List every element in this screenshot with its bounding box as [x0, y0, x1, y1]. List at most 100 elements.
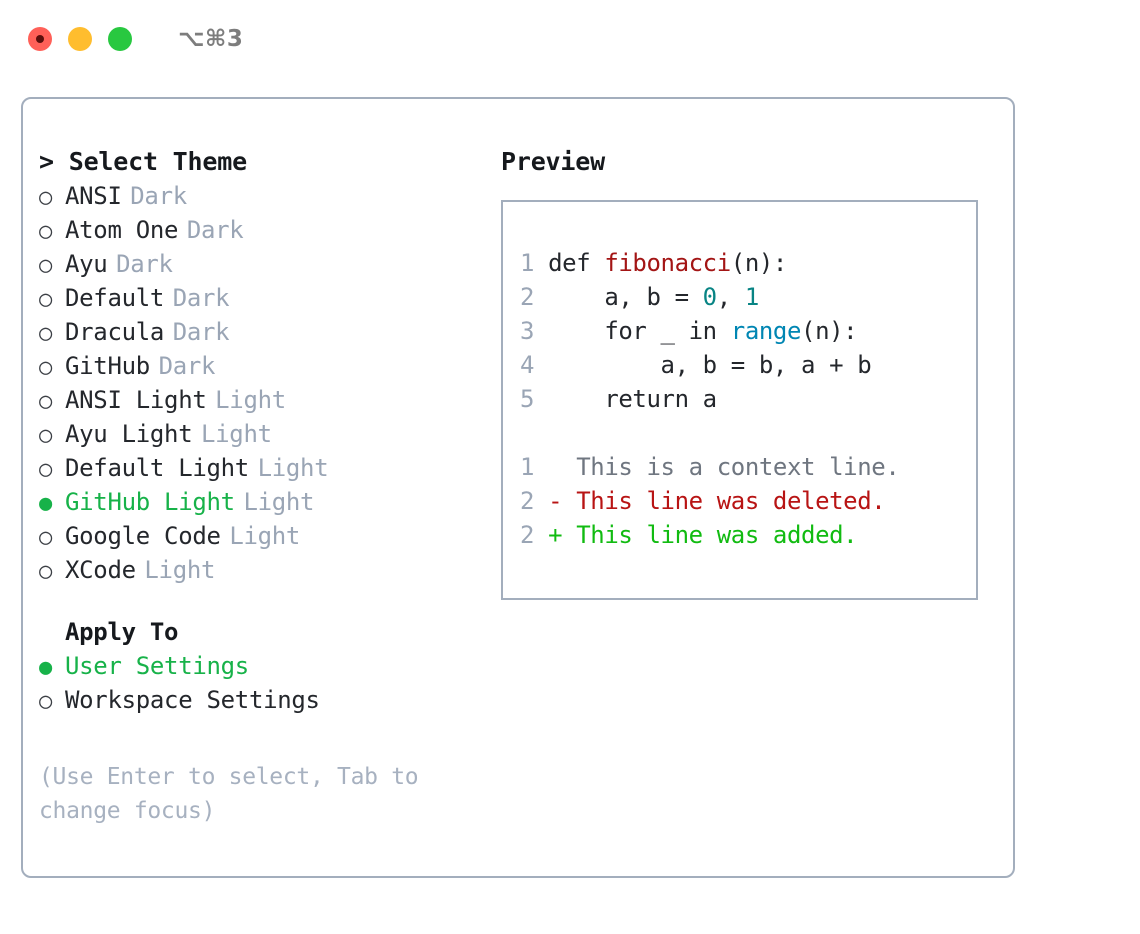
theme-tag: Light — [201, 420, 272, 448]
theme-label: ANSI Light — [65, 386, 207, 414]
radio-icon[interactable]: ○ — [39, 287, 52, 312]
radio-icon[interactable]: ○ — [39, 185, 52, 210]
preview-column: Preview 1 def fibonacci(n): 2 a, b = 0, … — [501, 145, 1001, 600]
code-token: for _ in — [548, 317, 731, 345]
apply-to-section: Apply To ● User Settings ○ Workspace Set… — [39, 615, 499, 717]
apply-to-label: User Settings — [65, 652, 249, 680]
diff-text: This line was added. — [576, 521, 858, 549]
code-line: 3 for _ in range(n): — [520, 314, 976, 348]
theme-list-item-github-light[interactable]: ● GitHub Light Light — [39, 485, 499, 519]
theme-list-item-github[interactable]: ○ GitHub Dark — [39, 349, 499, 383]
radio-icon[interactable]: ○ — [39, 457, 52, 482]
line-number: 5 — [520, 385, 535, 413]
line-number: 2 — [520, 521, 535, 549]
theme-tag: Dark — [158, 352, 216, 380]
code-line: 2 a, b = 0, 1 — [520, 280, 976, 314]
theme-label: Default — [65, 284, 165, 312]
code-token: (n): — [730, 249, 788, 277]
code-line: 1 def fibonacci(n): — [520, 246, 976, 280]
line-number: 2 — [520, 487, 535, 515]
minimize-button[interactable] — [68, 27, 92, 51]
code-token-number: 0 — [702, 283, 717, 311]
theme-list-item-dracula[interactable]: ○ Dracula Dark — [39, 315, 499, 349]
theme-list-item-ayu[interactable]: ○ Ayu Dark — [39, 247, 499, 281]
theme-list-item-xcode[interactable]: ○ XCode Light — [39, 553, 499, 587]
preview-code-panel: 1 def fibonacci(n): 2 a, b = 0, 1 3 for … — [501, 200, 978, 600]
radio-icon-selected[interactable]: ● — [39, 491, 52, 516]
theme-label: XCode — [65, 556, 136, 584]
line-number: 1 — [520, 249, 535, 277]
theme-label: Ayu — [65, 250, 108, 278]
theme-label: ANSI — [65, 182, 122, 210]
radio-icon[interactable]: ○ — [39, 559, 52, 584]
apply-to-option-user-settings[interactable]: ● User Settings — [39, 649, 499, 683]
radio-icon[interactable]: ○ — [39, 389, 52, 414]
theme-list-item-atom-one[interactable]: ○ Atom One Dark — [39, 213, 499, 247]
radio-icon[interactable]: ○ — [39, 219, 52, 244]
theme-list-item-google-code[interactable]: ○ Google Code Light — [39, 519, 499, 553]
theme-label: Atom One — [65, 216, 179, 244]
radio-icon[interactable]: ○ — [39, 321, 52, 346]
apply-to-label: Workspace Settings — [65, 686, 320, 714]
code-token-function: fibonacci — [604, 249, 731, 277]
theme-tag: Light — [215, 386, 286, 414]
theme-list-item-default[interactable]: ○ Default Dark — [39, 281, 499, 315]
theme-tag: Light — [229, 522, 301, 550]
diff-marker: + — [548, 521, 577, 549]
radio-icon-selected[interactable]: ● — [39, 655, 52, 680]
prompt-marker: > — [39, 147, 54, 176]
theme-tag: Dark — [172, 318, 230, 346]
page-title-text: Select Theme — [68, 147, 247, 176]
theme-label: Default Light — [65, 454, 249, 482]
theme-list: ○ ANSI Dark ○ Atom One Dark ○ Ayu Dark — [39, 179, 499, 587]
diff-line-context: 1 This is a context line. — [520, 450, 976, 484]
code-token: a, b = b, a + b — [548, 351, 872, 379]
diff-marker: - — [548, 487, 577, 515]
theme-picker-column: > Select Theme ○ ANSI Dark ○ Atom One Da… — [39, 145, 499, 717]
line-number: 4 — [520, 351, 535, 379]
radio-icon[interactable]: ○ — [39, 355, 52, 380]
code-line: 4 a, b = b, a + b — [520, 348, 976, 382]
theme-list-item-ayu-light[interactable]: ○ Ayu Light Light — [39, 417, 499, 451]
theme-tag: Light — [144, 556, 216, 584]
theme-tag: Light — [243, 488, 315, 516]
code-token-builtin: range — [730, 317, 802, 345]
radio-icon[interactable]: ○ — [39, 253, 52, 278]
keyboard-shortcut-label: ⌥⌘3 — [178, 26, 244, 52]
maximize-button[interactable] — [108, 27, 132, 51]
apply-to-option-workspace-settings[interactable]: ○ Workspace Settings — [39, 683, 499, 717]
main-panel: > Select Theme ○ ANSI Dark ○ Atom One Da… — [21, 97, 1015, 878]
code-token: (n): — [801, 317, 858, 345]
radio-icon[interactable]: ○ — [39, 423, 52, 448]
page-title: > Select Theme — [39, 145, 499, 179]
code-token-number: 1 — [744, 283, 759, 311]
code-spacer — [520, 416, 976, 450]
theme-label: Dracula — [65, 318, 165, 346]
theme-label: GitHub — [65, 352, 150, 380]
diff-text: This line was deleted. — [576, 487, 886, 515]
theme-tag: Dark — [116, 250, 173, 278]
theme-list-item-ansi[interactable]: ○ ANSI Dark — [39, 179, 499, 213]
code-token: a, b = — [548, 283, 703, 311]
line-number: 3 — [520, 317, 535, 345]
theme-list-item-default-light[interactable]: ○ Default Light Light — [39, 451, 499, 485]
theme-tag: Dark — [130, 182, 187, 210]
code-line: 5 return a — [520, 382, 976, 416]
apply-to-title: Apply To — [65, 618, 179, 646]
line-number: 2 — [520, 283, 535, 311]
theme-list-item-ansi-light[interactable]: ○ ANSI Light Light — [39, 383, 499, 417]
theme-tag: Dark — [172, 284, 230, 312]
radio-icon[interactable]: ○ — [39, 525, 52, 550]
diff-line-added: 2 + This line was added. — [520, 518, 976, 552]
theme-label: Google Code — [65, 522, 221, 550]
code-token: , — [716, 283, 745, 311]
radio-icon[interactable]: ○ — [39, 689, 52, 714]
theme-tag: Light — [257, 454, 329, 482]
close-button[interactable] — [28, 27, 52, 51]
line-number: 1 — [520, 453, 535, 481]
keyboard-hint: (Use Enter to select, Tab to change focu… — [39, 764, 419, 824]
window-controls — [28, 27, 132, 51]
theme-label: Ayu Light — [65, 420, 193, 448]
diff-marker — [548, 453, 576, 481]
